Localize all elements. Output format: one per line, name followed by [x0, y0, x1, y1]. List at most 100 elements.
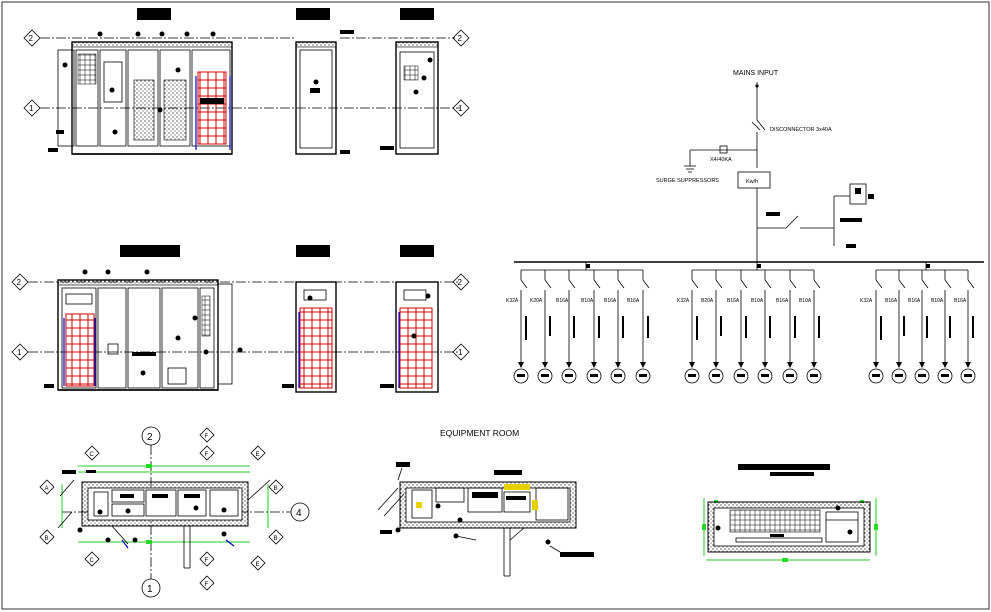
grid-bubble-c: C [84, 551, 100, 567]
svg-text:2: 2 [29, 34, 34, 43]
grid-bubble-e: E [250, 555, 266, 571]
svg-text:E: E [256, 562, 260, 568]
rear-elevation-mid [380, 281, 439, 393]
rear-elevation [380, 41, 439, 155]
grid-bubble-c: C [84, 445, 100, 461]
grid-bubble-2: 2 [23, 29, 41, 47]
grid-bubble-f: F [199, 427, 215, 443]
svg-text:E: E [256, 452, 260, 458]
svg-text:2: 2 [458, 278, 463, 287]
breaker-circuit: K20A [530, 270, 553, 384]
breaker-rating: B10A [581, 298, 594, 304]
grid-bubble-e: E [250, 445, 266, 461]
svg-text:4: 4 [296, 508, 302, 519]
breaker-rating: B16A [727, 298, 740, 304]
svg-text:1: 1 [29, 104, 34, 113]
svg-text:F: F [205, 558, 209, 564]
breaker-circuit: B16A [604, 270, 626, 384]
breaker-circuit: B16A [908, 270, 930, 384]
title-block [296, 8, 330, 20]
breaker-rating: K32A [860, 298, 873, 304]
title-block [120, 245, 180, 257]
svg-text:1: 1 [17, 348, 22, 357]
title-block [400, 245, 434, 257]
title-block [400, 8, 434, 20]
grid-bubble-1: 1 [452, 99, 470, 117]
breaker-rating: K20A [530, 298, 543, 304]
svg-text:1: 1 [147, 584, 153, 595]
svg-text:C: C [90, 452, 95, 458]
grid-bubble-2: 2 [11, 273, 29, 291]
breaker-circuit: B10A [931, 270, 953, 384]
breaker-circuit: B10A [799, 270, 822, 384]
svg-text:B: B [274, 536, 278, 542]
front-elevation [48, 31, 233, 155]
breaker-rating: B16A [908, 298, 921, 304]
svg-text:B: B [274, 486, 278, 492]
breaker-rating: B16A [954, 298, 967, 304]
grid-bubble-4: 4 [290, 502, 310, 522]
breaker-circuit: B16A [885, 270, 907, 384]
equipment-room-plan: EQUIPMENT ROOM [377, 428, 594, 577]
title-block [137, 8, 171, 20]
svg-text:F: F [205, 452, 209, 458]
grid-bubble-b: B [39, 529, 55, 545]
svg-text:1: 1 [458, 104, 463, 113]
breaker-circuit: K32A [677, 270, 700, 384]
breaker-circuit: B16A [556, 270, 577, 384]
ceiling-plan [702, 464, 878, 562]
front-elevation-mid [44, 269, 243, 391]
room-plan-view: 2 1 4 A B C C F F F F E E B B [39, 426, 310, 598]
breaker-rating: K32A [677, 298, 690, 304]
equipment-room-title: EQUIPMENT ROOM [440, 428, 519, 438]
svg-text:A: A [45, 486, 49, 492]
breaker-circuit: B10A [751, 270, 773, 384]
mains-input-label: MAINS INPUT [733, 70, 779, 77]
single-line-diagram: MAINS INPUT DISCONNECTOR 3x40A X4/40KA S… [506, 70, 984, 384]
grid-bubble-b: B [268, 529, 284, 545]
breaker-rating: B10A [751, 298, 764, 304]
svg-text:F: F [205, 434, 209, 440]
breaker-rating: B10A [931, 298, 944, 304]
side-elevation [295, 30, 354, 155]
grid-bubble-b: B [268, 479, 284, 495]
svg-text:C: C [90, 558, 95, 564]
breaker-rating: B10A [799, 298, 812, 304]
breaker-rating: K32A [506, 298, 519, 304]
breaker-rating: B16A [885, 298, 898, 304]
breaker-rating: B16A [627, 298, 640, 304]
title-block [296, 245, 330, 257]
surge-rating-label: X4/40KA [710, 157, 732, 163]
breaker-circuit: B20A [701, 270, 724, 384]
grid-bubble-1: 1 [141, 578, 161, 598]
grid-bubble-1: 1 [452, 343, 470, 361]
breaker-rating: B16A [604, 298, 617, 304]
kwh-label: Kw/h [746, 179, 758, 185]
breaker-circuit: B16A [727, 270, 749, 384]
breaker-circuit: B16A [954, 270, 976, 384]
svg-text:2: 2 [458, 34, 463, 43]
grid-bubble-f: F [199, 551, 215, 567]
kwh-meter [737, 171, 771, 189]
breaker-rating: B16A [556, 298, 569, 304]
breaker-rating: B20A [701, 298, 714, 304]
grid-bubble-2: 2 [452, 29, 470, 47]
grid-bubble-f: F [199, 575, 215, 591]
svg-text:2: 2 [147, 432, 153, 443]
grid-bubble-1: 1 [11, 343, 29, 361]
surge-suppressors-label: SURGE SUPPRESSORS [656, 178, 719, 184]
breaker-circuit: B16A [776, 270, 798, 384]
breaker-circuit: K32A [860, 270, 884, 384]
grid-bubble-1: 1 [23, 99, 41, 117]
disconnector-symbol [751, 119, 766, 168]
elevation-row-middle: 2 1 2 1 [11, 245, 470, 393]
grid-bubble-2: 2 [452, 273, 470, 291]
grid-bubble-f: F [199, 445, 215, 461]
grid-bubble-a: A [39, 479, 55, 495]
side-elevation-mid [282, 281, 337, 393]
svg-text:1: 1 [458, 348, 463, 357]
breaker-circuit: K32A [506, 270, 529, 384]
grid-bubble-2: 2 [141, 426, 161, 446]
